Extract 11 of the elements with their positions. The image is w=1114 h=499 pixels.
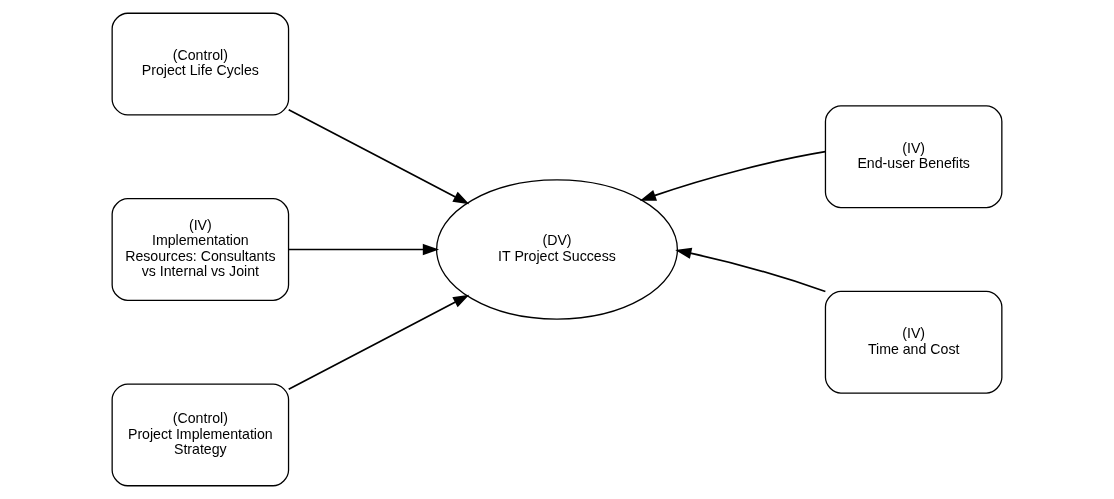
node-ellipse: (DV) IT Project Success xyxy=(435,179,679,320)
node-box: (Control) Project Life Cycles xyxy=(111,12,290,116)
node-box: (IV) End-user Benefits xyxy=(824,105,1003,209)
arrow xyxy=(287,108,470,205)
node-box: (Control) Project Implementation Strategy xyxy=(111,383,290,487)
arrow xyxy=(675,247,827,293)
arrow xyxy=(287,243,440,256)
node-box: (IV) Time and Cost xyxy=(824,290,1003,394)
arrow xyxy=(287,294,470,391)
node-box: (IV) Implementation Resources: Consultants vs Internal vs Joint xyxy=(111,198,290,301)
arrow xyxy=(639,150,827,201)
